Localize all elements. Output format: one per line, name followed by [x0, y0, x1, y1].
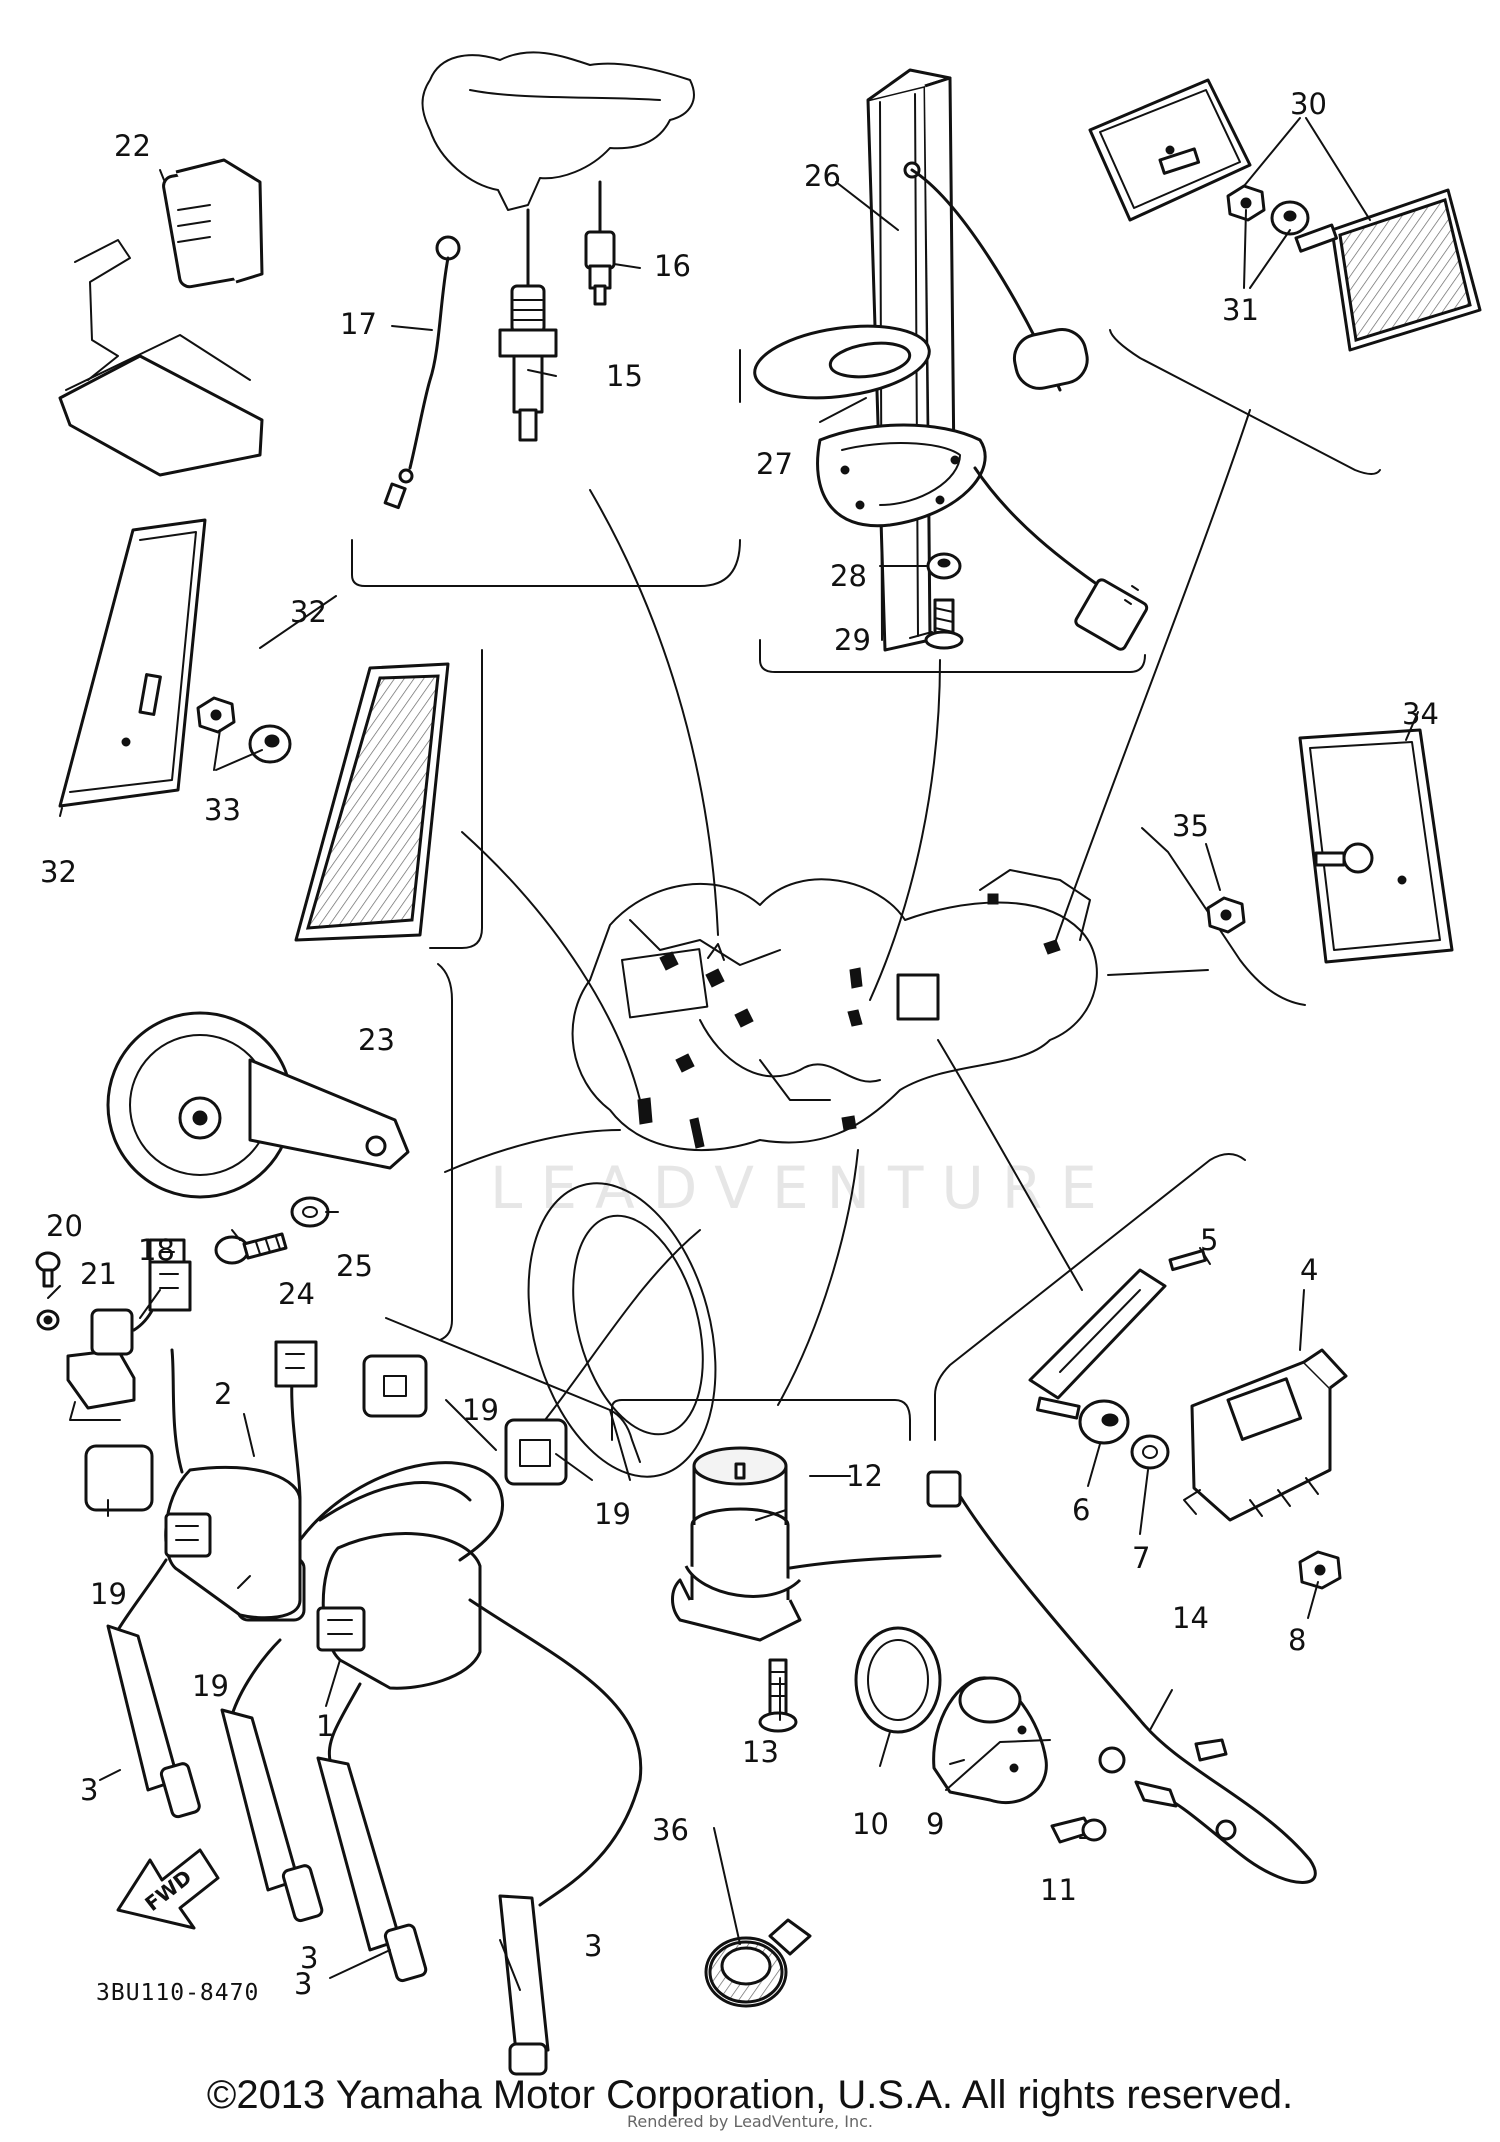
callout-34: 34: [1402, 697, 1439, 731]
callout-15: 15: [606, 359, 643, 393]
callout-leaders: [47, 117, 1419, 1991]
callout-1: 1: [316, 1709, 334, 1743]
part-32-side-reflector-a: [58, 518, 207, 808]
callout-11: 11: [1040, 1873, 1077, 1907]
callout-12: 12: [846, 1459, 883, 1493]
part-15-sensor: [498, 208, 558, 442]
copyright-notice: ©2013 Yamaha Motor Corporation, U.S.A. A…: [206, 2073, 1294, 2117]
part-1-ignition-coil: [274, 1340, 505, 1690]
part-4-control-unit: [1183, 1348, 1348, 1522]
part-34-reflector: [1298, 728, 1454, 964]
callout-23: 23: [358, 1023, 395, 1057]
callout-3: 3: [294, 1967, 312, 2001]
fwd-arrow-icon: FWD: [116, 1848, 220, 1930]
callout-36: 36: [652, 1813, 689, 1847]
part-3-plug-caps: [106, 1558, 643, 2076]
callout-2: 2: [214, 1377, 232, 1411]
part-6-grommet: [1078, 1399, 1130, 1445]
callout-31: 31: [1222, 293, 1259, 327]
part-14-lead: [926, 1470, 1317, 1884]
callout-9: 9: [926, 1807, 944, 1841]
callout-25: 25: [336, 1249, 373, 1283]
callout-24: 24: [278, 1277, 315, 1311]
part-13-bolt: [758, 1658, 798, 1733]
callout-5: 5: [1200, 1223, 1218, 1257]
callout-7: 7: [1132, 1541, 1150, 1575]
callout-19: 19: [192, 1669, 229, 1703]
part-22-unit: [58, 158, 264, 477]
callout-32: 32: [290, 595, 327, 629]
part-23-horn: [106, 1011, 410, 1199]
callout-35: 35: [1172, 809, 1209, 843]
callout-19: 19: [594, 1497, 631, 1531]
part-32-side-reflector-b: [294, 662, 450, 942]
callout-6: 6: [1072, 1493, 1090, 1527]
callout-19: 19: [462, 1393, 499, 1427]
part-5-bracket: [1028, 1249, 1207, 1420]
part-33-nuts: [196, 696, 292, 764]
callout-16: 16: [654, 249, 691, 283]
callout-3: 3: [300, 1941, 318, 1975]
part-7-collar: [1130, 1434, 1170, 1470]
callout-8: 8: [1288, 1623, 1306, 1657]
callout-20: 20: [46, 1209, 83, 1243]
part-28-grommet: [926, 552, 962, 580]
part-35-nut: [1206, 896, 1246, 934]
callout-26: 26: [804, 159, 841, 193]
part-2-ignition-coil: [148, 1260, 302, 1620]
callout-19: 19: [90, 1577, 127, 1611]
part-29-screw: [924, 598, 964, 650]
callout-33: 33: [204, 793, 241, 827]
callout-14: 14: [1172, 1601, 1209, 1635]
part-16-sensor: [584, 180, 616, 306]
callout-3: 3: [80, 1773, 98, 1807]
part-17-lead-wire: [383, 235, 461, 510]
part-25-washer: [290, 1196, 330, 1228]
part-30-reflector: [1088, 78, 1482, 352]
callout-30: 30: [1290, 87, 1327, 121]
callout-27: 27: [756, 447, 793, 481]
callout-3: 3: [584, 1929, 602, 1963]
callout-4: 4: [1300, 1253, 1318, 1287]
part-31-nuts: [1226, 184, 1310, 236]
vehicle-frame-sketch: [527, 869, 1098, 1478]
part-11-screw: [1050, 1816, 1107, 1844]
engine-block-sketch: [421, 51, 695, 211]
callout-29: 29: [834, 623, 871, 657]
callout-labels: 1 2 3 3 3 3 4 5 6 7 8 9 10 11 12 13 14 1…: [40, 87, 1439, 2001]
part-20-screw: [35, 1251, 61, 1288]
callout-13: 13: [742, 1735, 779, 1769]
part-9-sensor-plate: [932, 1676, 1051, 1805]
part-21-nut: [36, 1309, 60, 1331]
callout-17: 17: [340, 307, 377, 341]
callout-28: 28: [830, 559, 867, 593]
part-10-o-ring: [854, 1626, 942, 1734]
callout-22: 22: [114, 129, 151, 163]
callout-21: 21: [80, 1257, 117, 1291]
part-12-sender-unit: [671, 1446, 942, 1642]
callout-10: 10: [852, 1807, 889, 1841]
leader-lines: [351, 329, 1381, 1481]
rendered-by-credit: Rendered by LeadVenture, Inc.: [627, 2112, 873, 2131]
callout-32: 32: [40, 855, 77, 889]
catalog-number: 3BU110-8470: [96, 1980, 259, 2006]
part-8-nut: [1298, 1550, 1342, 1590]
part-36-band: [704, 1918, 812, 2008]
part-24-bolt: [214, 1232, 288, 1265]
watermark: LEADVENTURE: [490, 1154, 1115, 1222]
callout-18: 18: [138, 1233, 175, 1267]
